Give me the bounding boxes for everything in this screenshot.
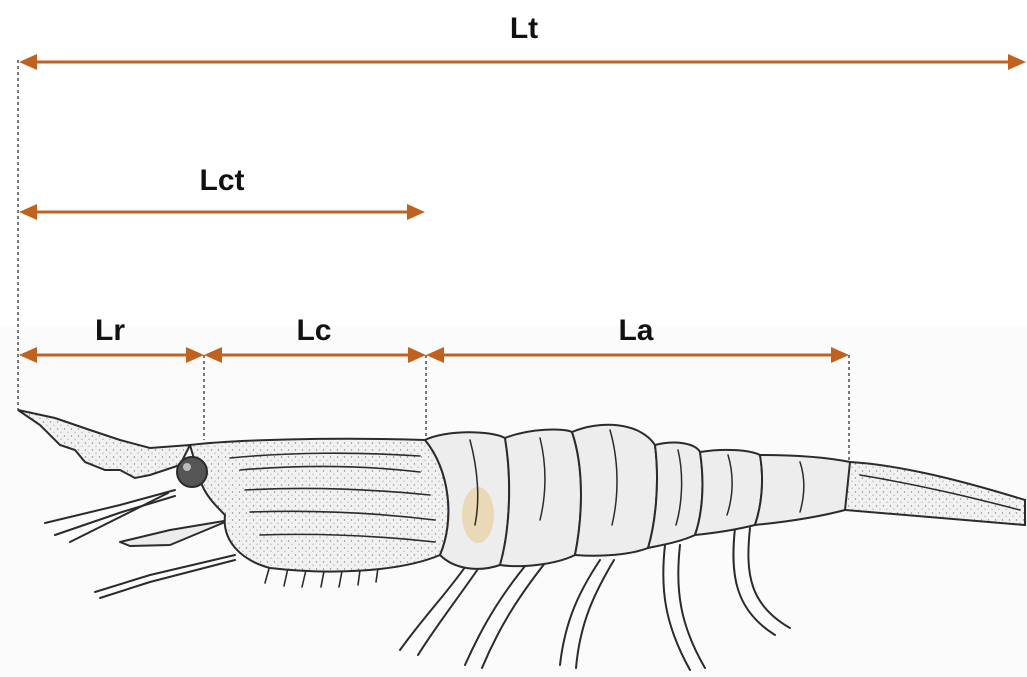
label-total-length: Lt (510, 12, 538, 45)
label-abdomen-length: La (618, 314, 653, 347)
label-carapace-length: Lc (296, 314, 331, 347)
label-rostrum-length: Lr (95, 314, 125, 347)
arrow-cephalothorax-length (19, 204, 425, 220)
measurement-arrows (19, 54, 1026, 363)
label-cephalothorax-length: Lct (200, 164, 245, 197)
shrimp-eye (177, 457, 207, 487)
arrow-total-length (19, 54, 1026, 70)
